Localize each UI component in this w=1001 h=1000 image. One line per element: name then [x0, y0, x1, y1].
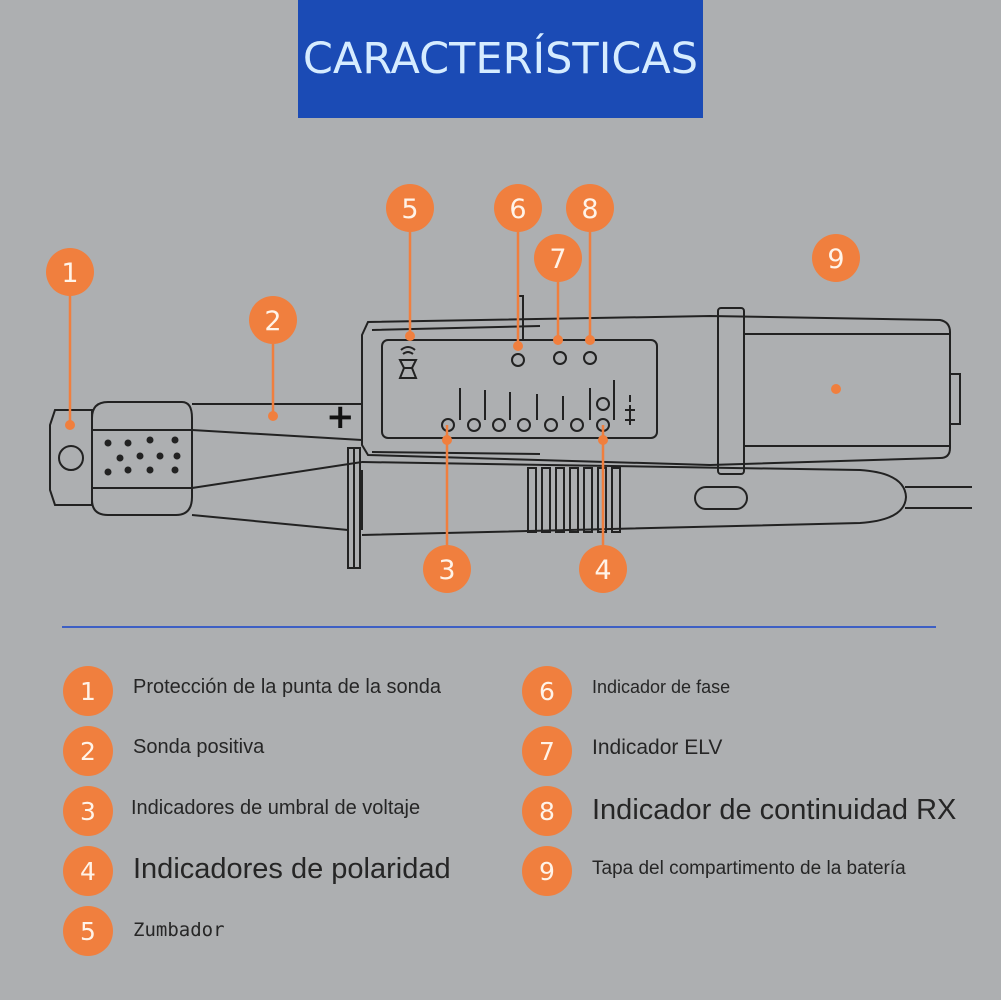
legend-item-7: 7 Indicador ELV	[522, 726, 722, 776]
legend-number: 4	[63, 846, 113, 896]
legend-item-5: 5 Zumbador	[63, 906, 225, 956]
legend-label: Protección de la punta de la sonda	[133, 675, 441, 698]
svg-text:9: 9	[827, 244, 844, 275]
legend-label: Indicadores de polaridad	[133, 852, 451, 885]
hand-guard	[347, 447, 361, 569]
marker-2: 2	[249, 296, 297, 344]
legend-item-2: 2 Sonda positiva	[63, 726, 264, 776]
svg-text:5: 5	[401, 194, 418, 225]
legend-number: 5	[63, 906, 113, 956]
page-title: CARACTERÍSTICAS	[298, 0, 703, 118]
legend-number: 6	[522, 666, 572, 716]
legend-number: 3	[63, 786, 113, 836]
positive-probe	[191, 403, 363, 441]
marker-4: 4	[579, 545, 627, 593]
probe-body	[91, 401, 193, 516]
svg-text:1: 1	[61, 258, 78, 289]
legend-number: 7	[522, 726, 572, 776]
marker-6: 6	[494, 184, 542, 232]
marker-7: 7	[534, 234, 582, 282]
marker-8: 8	[566, 184, 614, 232]
svg-text:4: 4	[594, 555, 611, 586]
probe-cap	[49, 409, 93, 506]
legend-label: Indicador de fase	[592, 676, 731, 697]
marker-1: 1	[46, 248, 94, 296]
svg-text:6: 6	[509, 194, 526, 225]
svg-text:8: 8	[581, 194, 598, 225]
legend-item-3: 3 Indicadores de umbral de voltaje	[63, 786, 420, 836]
legend-label: Tapa del compartimento de la batería	[592, 858, 906, 879]
legend-label: Indicador de continuidad RX	[592, 793, 957, 826]
svg-text:3: 3	[438, 555, 455, 586]
legend-label: Sonda positiva	[133, 735, 265, 758]
display-window	[381, 339, 658, 439]
svg-text:7: 7	[549, 244, 566, 275]
marker-5: 5	[386, 184, 434, 232]
marker-3: 3	[423, 545, 471, 593]
cable	[905, 486, 972, 509]
legend-label: Indicadores de umbral de voltaje	[131, 796, 421, 819]
marker-9: 9	[812, 234, 860, 282]
handle-slot	[694, 486, 748, 510]
legend-label: Zumbador	[133, 919, 225, 941]
legend-item-1: 1 Protección de la punta de la sonda	[63, 666, 441, 716]
legend-item-9: 9 Tapa del compartimento de la batería	[522, 846, 906, 896]
legend-number: 1	[63, 666, 113, 716]
legend-item-4: 4 Indicadores de polaridad	[63, 846, 451, 896]
tester-diagram: + 1 2 5 6 7	[46, 184, 972, 593]
legend-number: 2	[63, 726, 113, 776]
lower-handle	[361, 461, 908, 536]
legend-item-8: 8 Indicador de continuidad RX	[522, 786, 956, 836]
legend-label: Indicador ELV	[592, 736, 723, 759]
buzzer-icon	[398, 346, 418, 379]
legend-number: 9	[522, 846, 572, 896]
divider	[62, 626, 936, 628]
legend-number: 8	[522, 786, 572, 836]
band	[717, 307, 745, 475]
legend-item-6: 6 Indicador de fase	[522, 666, 730, 716]
plus-symbol: +	[326, 397, 355, 437]
upper-housing	[361, 314, 951, 467]
svg-text:2: 2	[264, 306, 281, 337]
probe-vent-dots	[104, 436, 181, 476]
grip-ribs	[527, 467, 621, 533]
